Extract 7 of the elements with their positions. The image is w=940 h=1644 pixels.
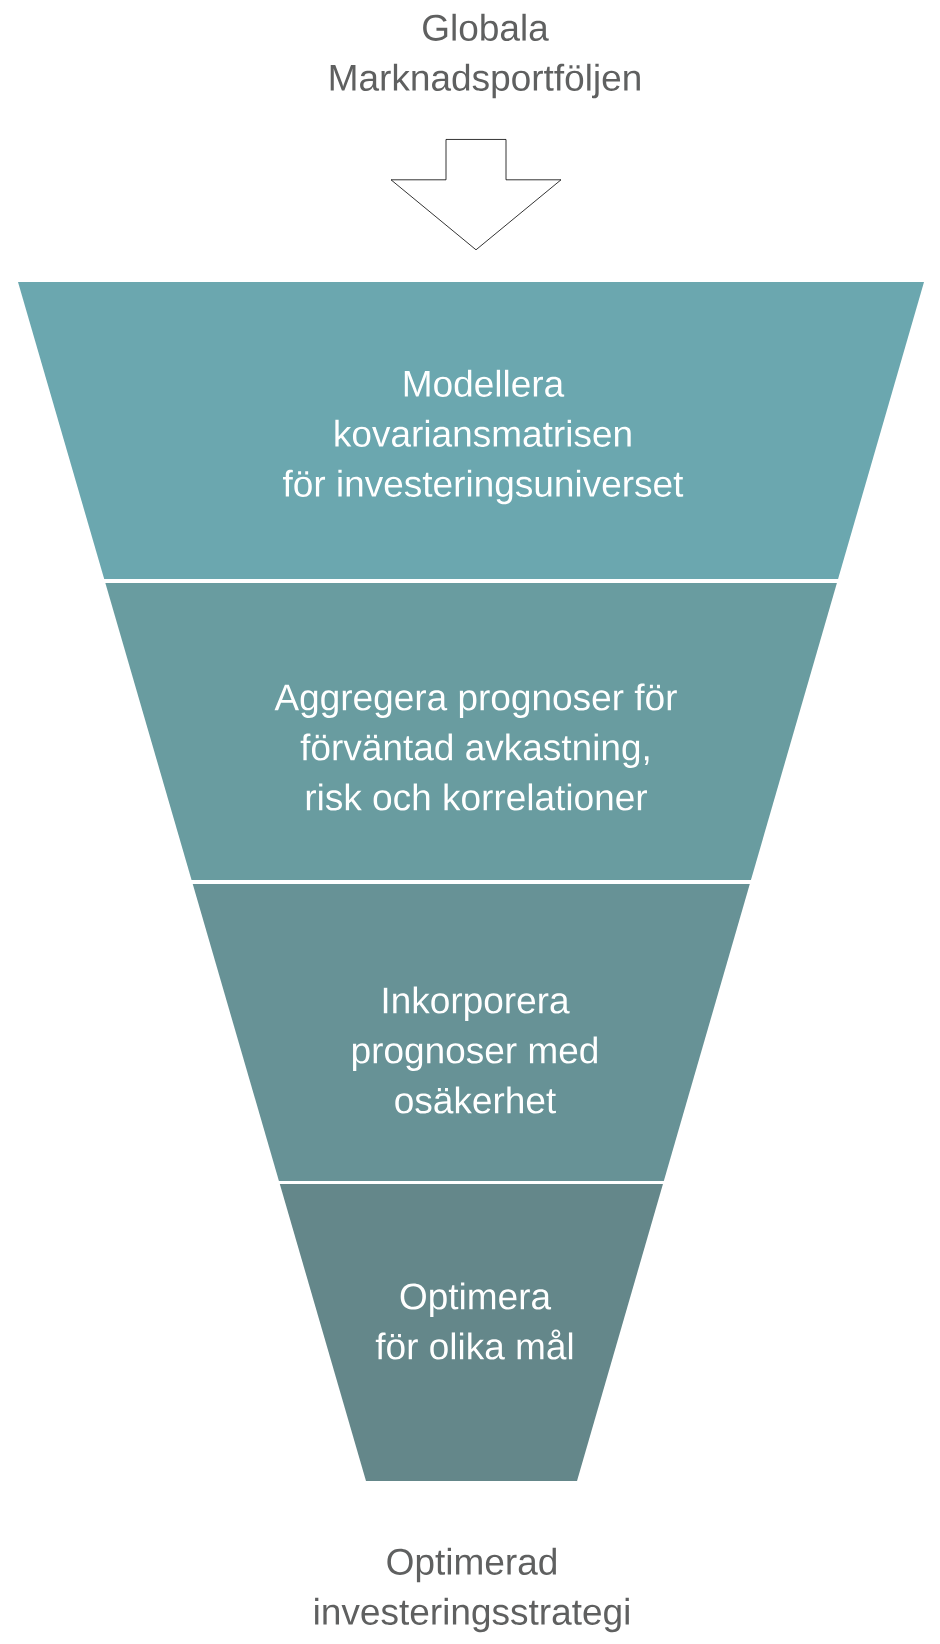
text-label: Optimerad investeringsstrategi xyxy=(315,1547,629,1633)
funnel-band: Optimera för olika mål xyxy=(279,1184,663,1481)
funnel-band: Aggregera prognoser för förväntad avkastning, risk och korrelationer xyxy=(105,583,837,880)
block-arrow xyxy=(390,139,562,251)
funnel-band: Modellera kovariansmatrisen för investeringsuniverset xyxy=(18,282,924,579)
funnel-band: Inkorporera prognoser med osäkerhet xyxy=(192,884,750,1181)
text-label: Globala Marknadsportföljen xyxy=(330,13,640,99)
